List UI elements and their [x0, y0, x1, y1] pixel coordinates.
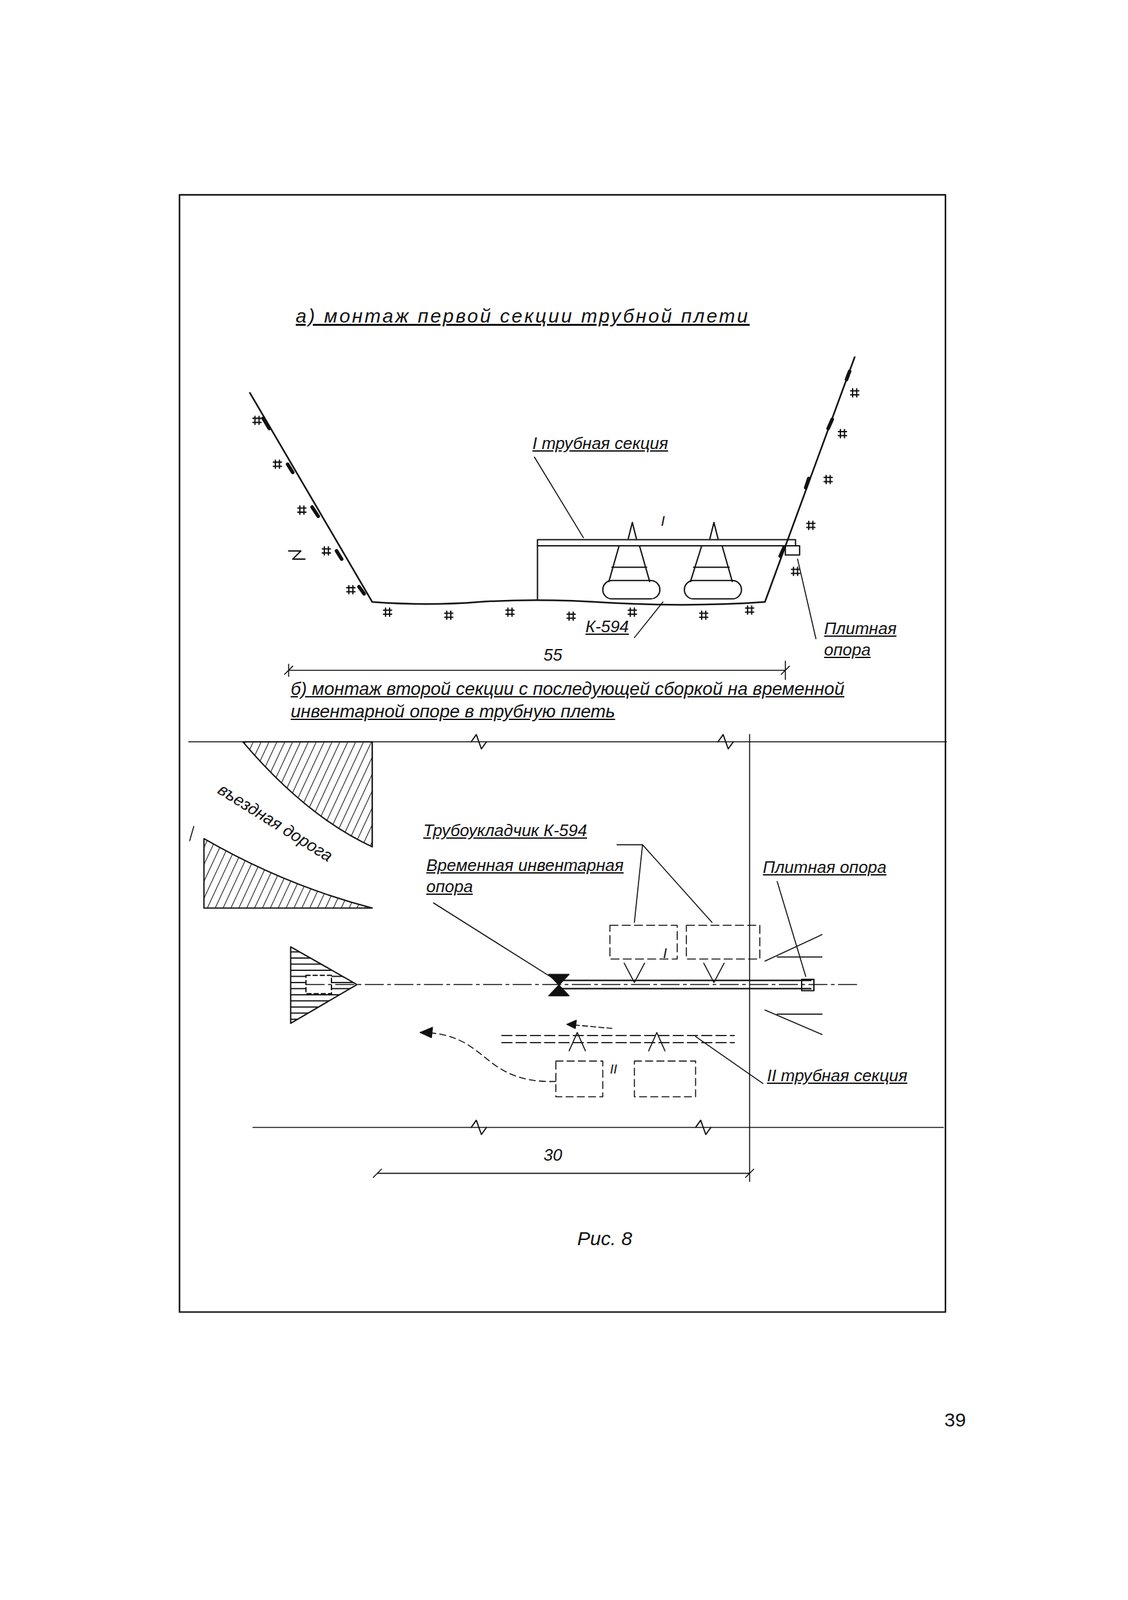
extension-line	[749, 734, 751, 1182]
trench-profile	[249, 356, 855, 605]
break-mark	[471, 734, 734, 749]
slope-step	[288, 550, 306, 560]
ground-hatch	[252, 388, 859, 621]
part-label: II трубная секция	[766, 1064, 908, 1087]
part-label: I трубная секция	[532, 432, 668, 455]
drawing-group	[179, 194, 947, 1312]
pipe-section	[537, 539, 796, 546]
pipe-end-leg	[536, 545, 538, 600]
movement-arrow	[420, 1031, 556, 1081]
dimension-value: 30	[543, 1144, 563, 1166]
pipelayer-boom	[568, 1031, 665, 1050]
part-label: Плитная опора	[762, 856, 887, 878]
machine-label: Трубоукладчик К-594	[423, 819, 587, 842]
leader-line	[777, 880, 806, 976]
dimension-value: 55	[543, 644, 563, 666]
break-mark	[471, 1119, 712, 1134]
part-label: Плитная опора	[824, 617, 935, 660]
pipelayer	[603, 522, 742, 600]
section-title: б) монтаж второй секции с последующей сб…	[290, 677, 878, 723]
leader-line	[617, 844, 713, 922]
leader-line	[534, 456, 584, 538]
pipelayer-plan	[610, 924, 760, 959]
road-mark	[189, 826, 194, 841]
pipelayer-boom	[624, 962, 725, 983]
leader-line	[797, 559, 816, 639]
pipelayer-plan	[555, 1060, 696, 1097]
dimension-line	[284, 661, 790, 680]
pipe-section-plan	[559, 980, 812, 989]
ground-marks	[263, 371, 850, 594]
plate-support	[785, 545, 800, 555]
machine-label: К-594	[585, 615, 629, 638]
callout-number: I	[662, 944, 667, 963]
support-symbol	[290, 946, 358, 1024]
leader-line	[433, 902, 555, 980]
road-hatch	[203, 838, 373, 909]
leader-line	[634, 601, 663, 638]
callout-number: I	[661, 512, 665, 531]
callout-number: II	[610, 1060, 618, 1078]
arrow-head	[566, 1019, 576, 1029]
axis-line	[305, 983, 857, 985]
arrow-head	[420, 1026, 433, 1038]
figure-caption: Рис. 8	[577, 1226, 633, 1251]
dimension-line	[373, 1168, 754, 1178]
plate-support-plan	[764, 934, 823, 1035]
section-title: а) монтаж первой секции трубной плети	[296, 303, 751, 329]
part-label: Временная инвентарная опора	[426, 854, 631, 897]
leader-line	[695, 1036, 763, 1084]
page-number: 39	[944, 1407, 966, 1432]
plate-support	[801, 979, 814, 990]
sheet-frame	[179, 194, 946, 1312]
boundary-line	[252, 1126, 944, 1128]
